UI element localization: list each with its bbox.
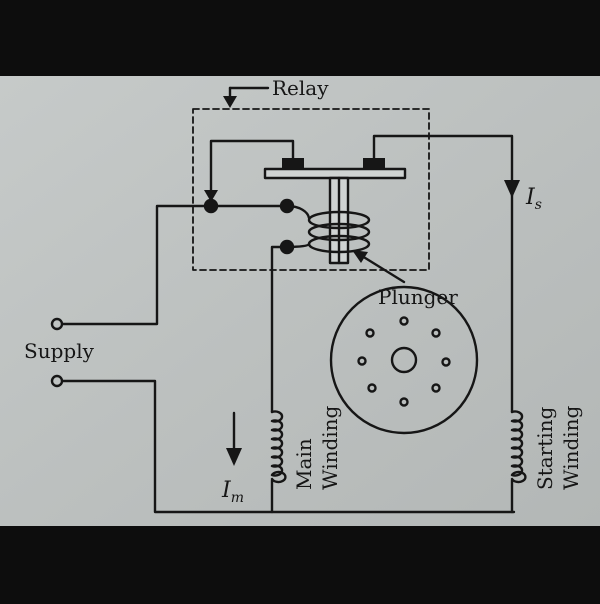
left-contact-icon [282,158,304,168]
main-winding-coil-icon [270,410,287,484]
supply-label: Supply [24,339,95,363]
relay-inner-arrow-icon [204,190,218,202]
plunger-label: Plunger [378,285,458,309]
is-label: Is [525,185,542,213]
relay-label: Relay [272,76,329,100]
starting-winding-label: Starting Winding [533,405,583,490]
svg-text:Winding: Winding [559,405,583,490]
svg-text:Starting: Starting [533,406,557,490]
contact-bar [263,167,407,180]
svg-text:Main: Main [292,438,316,490]
im-label: Im [221,478,244,506]
supply-terminal-bottom [50,374,64,388]
right-contact-icon [363,158,385,168]
rotor-disc-icon [329,285,479,435]
paper-background [0,76,600,526]
main-winding-label: Main Winding [292,405,342,490]
starting-winding-coil-icon [510,410,527,484]
svg-text:Winding: Winding [318,405,342,490]
is-current-arrow-icon [504,180,520,198]
plunger-pointer-arrow-icon [352,250,406,284]
supply-terminal-top [50,317,64,331]
relay-pointer-arrow-icon [223,86,270,108]
im-current-arrow-icon [226,411,242,466]
relay-box [192,108,430,271]
